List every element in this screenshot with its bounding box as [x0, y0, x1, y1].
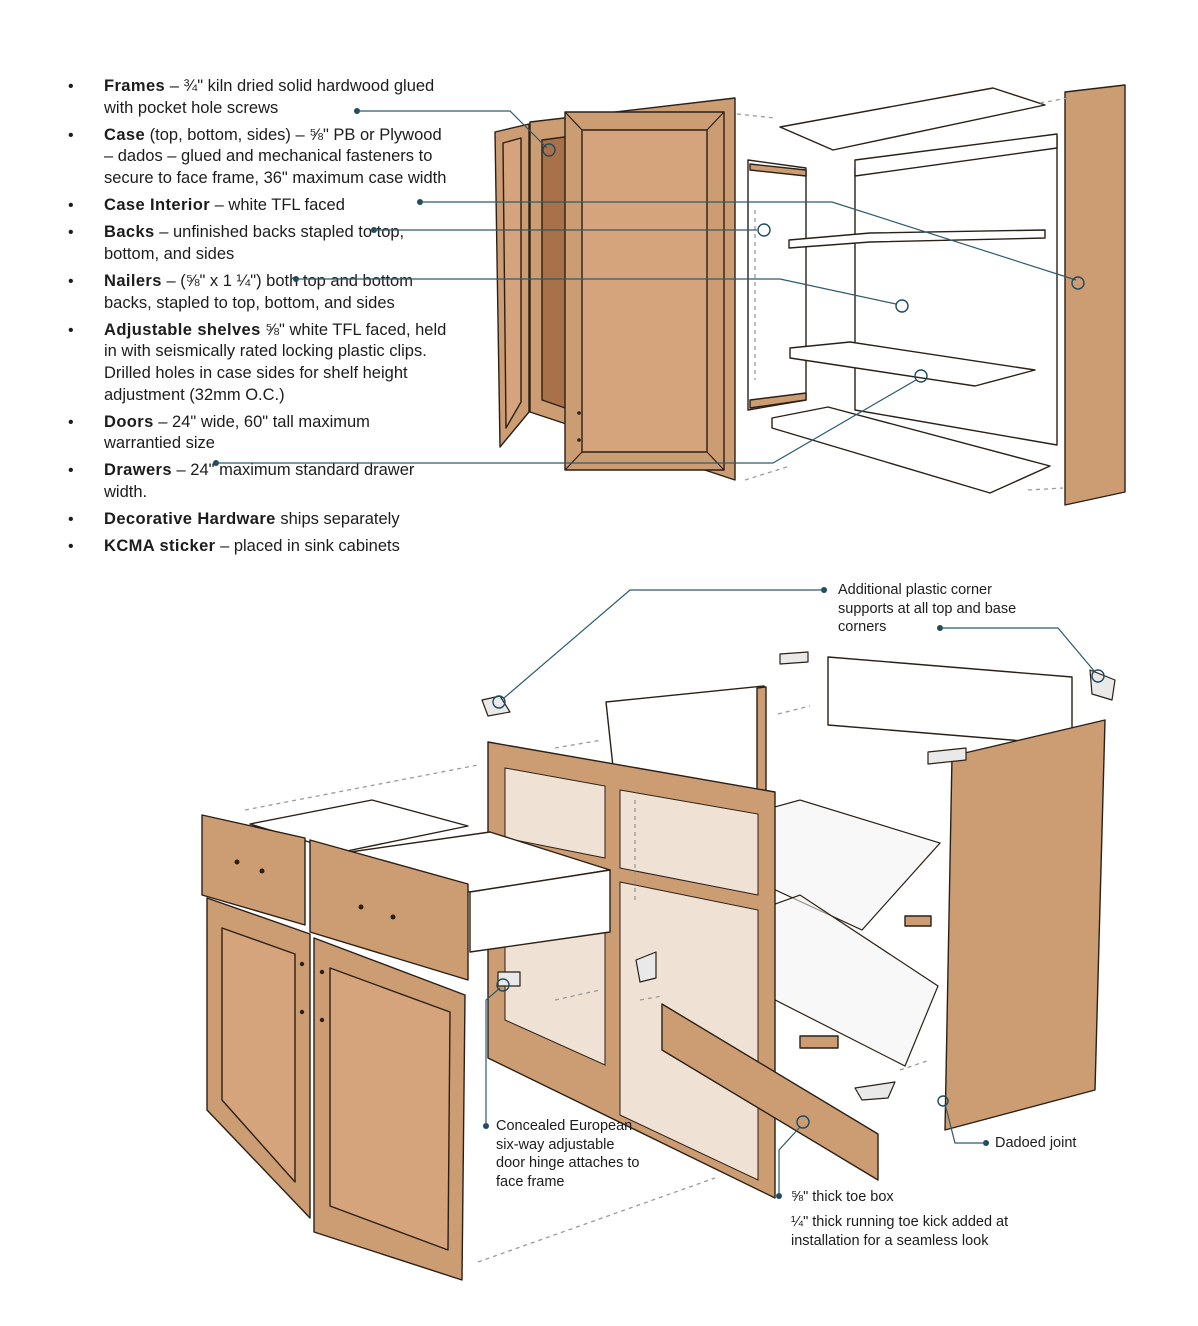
corner-support-right: [927, 747, 967, 765]
upper-case-back: [854, 135, 1058, 446]
corner-support-top-mid: [779, 651, 809, 665]
spec-doors: • Doors – 24" wide, 60" tall maximum warr…: [68, 412, 448, 455]
spec-backs: • Backs – unfinished backs stapled to top…: [68, 222, 448, 265]
bullet-icon: •: [68, 321, 74, 339]
toe-box: [661, 1003, 879, 1181]
base-right-side: [944, 719, 1106, 1131]
spec-text: – white TFL faced: [214, 196, 345, 215]
spec-term: Drawers: [104, 461, 172, 480]
bullet-icon: •: [68, 126, 74, 144]
leader-lines: [213, 108, 1105, 1199]
drawer-front-right: [309, 839, 469, 981]
base-back-panel: [827, 656, 1073, 746]
corner-support-bottom: [854, 1081, 896, 1101]
spec-text: – placed in sink cabinets: [220, 537, 400, 556]
spec-term: Decorative Hardware: [104, 510, 276, 529]
spec-adjustable-shelves: • Adjustable shelves ⅝" white TFL faced, …: [68, 320, 448, 407]
spec-text: (top, bottom, sides) – ⅝" PB or Plywood …: [104, 125, 447, 188]
spec-term: Doors: [104, 412, 154, 431]
spec-text: – (⅝" x 1 ¼") both top and bottom backs,…: [104, 271, 413, 312]
base-cabinet-exploded: [201, 651, 1116, 1281]
spec-case-interior: • Case Interior – white TFL faced: [68, 195, 448, 217]
callout-toe-kick: ¼" thick running toe kick added at insta…: [791, 1214, 1009, 1249]
bullet-icon: •: [68, 538, 74, 556]
spec-nailers: • Nailers – (⅝" x 1 ¼") both top and bott…: [68, 271, 448, 314]
bullet-icon: •: [68, 511, 74, 529]
spec-term: Case: [104, 125, 146, 144]
spec-term: Nailers: [104, 271, 162, 290]
corner-support-top-right: [1089, 669, 1116, 701]
callout-toe-box: ⅝" thick toe box: [791, 1189, 894, 1205]
bullet-icon: •: [68, 413, 74, 431]
bullet-icon: •: [68, 224, 74, 242]
upper-right-side: [1064, 84, 1126, 506]
upper-adjustable-shelf-2: [789, 341, 1036, 387]
upper-case-top: [779, 87, 1046, 151]
spec-term: Adjustable shelves: [104, 320, 261, 339]
drawer-front-left: [201, 814, 306, 926]
spec-text: – 24" wide, 60" tall maximum warrantied …: [104, 412, 370, 453]
upper-case-bottom: [771, 406, 1051, 494]
upper-door-panel: [502, 137, 522, 429]
callout-dadoed-joint: Dadoed joint: [995, 1135, 1077, 1151]
spec-term: KCMA sticker: [104, 537, 216, 556]
corner-support-bottom-left: [635, 951, 657, 983]
spec-text: – unfinished backs stapled to top, botto…: [104, 223, 405, 263]
corner-support-top-left: [481, 695, 511, 717]
specification-list: • Frames – ¾" kiln dried solid hardwood g…: [68, 76, 448, 563]
bullet-icon: •: [68, 272, 74, 290]
upper-door-raised-panel: [581, 129, 708, 453]
spec-text: ships separately: [280, 510, 400, 529]
spec-kcma-sticker: • KCMA sticker – placed in sink cabinets: [68, 536, 448, 558]
spec-drawers: • Drawers – 24" maximum standard drawer w…: [68, 460, 448, 503]
upper-left-side: [747, 159, 807, 411]
upper-adjustable-shelf-1: [788, 229, 1046, 249]
spec-term: Case Interior: [104, 196, 211, 215]
drawer-box-side: [469, 869, 611, 953]
spec-text: ⅝" white TFL faced, held in with seismic…: [104, 320, 447, 404]
spec-term: Backs: [104, 223, 155, 242]
spec-term: Frames: [104, 77, 166, 95]
callout-corner-supports: Additional plastic corner supports at al…: [838, 582, 1017, 636]
callout-hinge: Concealed European six-way adjustable do…: [496, 1118, 640, 1190]
bullet-icon: •: [68, 78, 74, 95]
bullet-icon: •: [68, 197, 74, 215]
spec-frames: • Frames – ¾" kiln dried solid hardwood g…: [68, 76, 448, 119]
spec-text: – 24" maximum standard drawer width.: [104, 461, 415, 502]
spec-text: – ¾" kiln dried solid hardwood glued wit…: [104, 77, 435, 117]
bullet-icon: •: [68, 462, 74, 480]
spec-decorative-hardware: • Decorative Hardware ships separately: [68, 509, 448, 531]
spec-case: • Case (top, bottom, sides) – ⅝" PB or Pl…: [68, 125, 448, 190]
